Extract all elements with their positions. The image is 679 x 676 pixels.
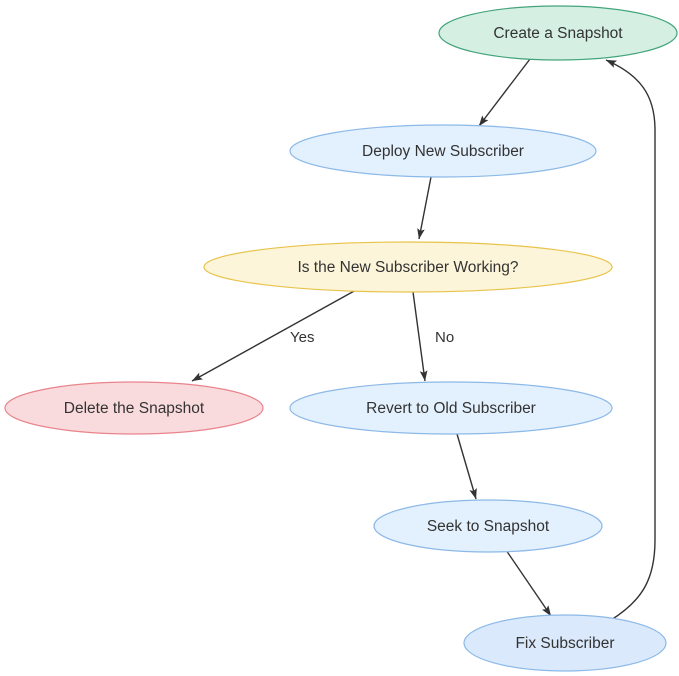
node-fix-subscriber[interactable]: Fix Subscriber — [463, 614, 667, 672]
edge-labels-layer: Yes No — [290, 329, 454, 346]
node-shape-delete-the-snapshot[interactable] — [4, 381, 264, 435]
node-deploy-new-subscriber[interactable]: Deploy New Subscriber — [289, 124, 597, 178]
node-seek-to-snapshot[interactable]: Seek to Snapshot — [373, 499, 603, 553]
node-revert-to-old-subscriber[interactable]: Revert to Old Subscriber — [289, 381, 613, 435]
edge-deploy-to-decision — [417, 176, 432, 240]
node-shape-revert-to-old-subscriber[interactable] — [289, 381, 613, 435]
node-is-new-subscriber-working[interactable]: Is the New Subscriber Working? — [203, 241, 613, 293]
edge-decision-yes-to-delete — [191, 289, 357, 382]
node-shape-deploy-new-subscriber[interactable] — [289, 124, 597, 178]
node-create-snapshot[interactable]: Create a Snapshot — [438, 5, 678, 61]
edge-decision-no-to-revert — [412, 291, 428, 382]
node-delete-the-snapshot[interactable]: Delete the Snapshot — [4, 381, 264, 435]
node-shape-create-snapshot[interactable] — [438, 5, 678, 61]
edges-layer — [191, 58, 656, 621]
edge-label-yes: Yes — [290, 329, 314, 346]
edge-fix-to-create — [605, 59, 656, 621]
edge-create-to-deploy — [478, 58, 531, 127]
node-shape-is-new-subscriber-working[interactable] — [203, 241, 613, 293]
edge-label-no: No — [435, 329, 454, 346]
node-shape-fix-subscriber[interactable] — [463, 614, 667, 672]
node-shape-seek-to-snapshot[interactable] — [373, 499, 603, 553]
edge-revert-to-seek — [456, 433, 477, 500]
edge-seek-to-fix — [505, 549, 552, 617]
